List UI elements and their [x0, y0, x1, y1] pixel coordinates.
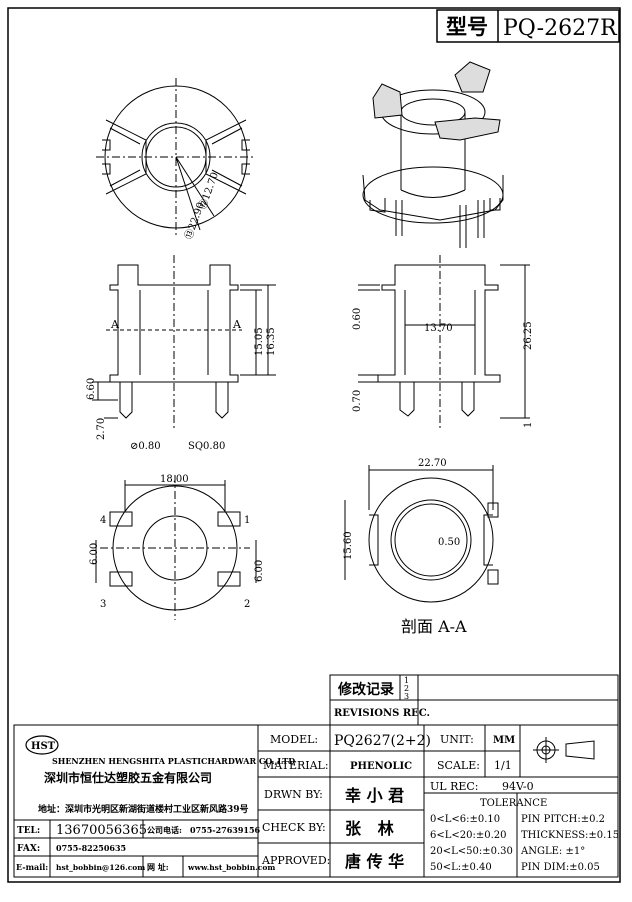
web-value: www.hst_bobbin.com [187, 863, 275, 872]
drawn-value: 幸 小 君 [345, 786, 404, 805]
web-label: 网 址: [147, 862, 169, 872]
section-view: 22.70 15.60 0.50 [343, 458, 499, 603]
dim-15-60: 15.60 [343, 531, 354, 560]
company-tel-value: 0755-27639156 [190, 825, 261, 835]
tel-value: 13670056365 [56, 823, 147, 838]
ul-label: UL REC: [430, 780, 479, 793]
dim-26-25: 26.25 [523, 321, 534, 350]
pin-tol-4: PIN DIM:±0.05 [521, 862, 600, 873]
company-address: 地址：深圳市光明区新湖街道楼村工业区新风路39号 [38, 803, 249, 815]
pin-4: 4 [100, 515, 106, 526]
dim-15-05: 15.05 [254, 327, 265, 356]
tol-2: 6<L<20:±0.20 [430, 830, 507, 841]
scale-label: SCALE: [437, 759, 480, 772]
ul-value: 94V-0 [502, 780, 534, 793]
section-marker-right: A [232, 318, 242, 331]
logo-text: HST [31, 741, 56, 752]
company-name-en: SHENZHEN HENGSHITA PLASTICHARDWAR CO.,LT… [52, 756, 295, 766]
email-label: E-mail: [16, 862, 48, 872]
tel-label: TEL: [17, 826, 40, 836]
part-number: PQ-2627R [503, 16, 618, 41]
dim-22-90: ⑬22.90 [183, 201, 207, 241]
section-label: 剖面 A-A [401, 617, 467, 636]
dim-16-35: 16.35 [266, 327, 277, 356]
tol-4: 50<L:±0.40 [430, 862, 492, 873]
pin-tol-2: THICKNESS:±0.15 [521, 830, 619, 841]
projection-symbol [533, 737, 595, 763]
model-label: MODEL: [270, 733, 318, 746]
bottom-view: 18.00 4 1 3 2 6.00 6.00 [89, 474, 265, 620]
dim-6-00-left: 6.00 [89, 543, 100, 565]
sheet-border [7, 7, 621, 883]
dim-phi-0-80: ⊘0.80 [130, 441, 161, 452]
model-value: PQ2627(2+2) [334, 733, 431, 749]
fax-value: 0755-82250635 [56, 843, 126, 853]
side-view: 13.70 0.60 26.25 1 0.70 [352, 255, 534, 430]
section-marker-left: A [110, 318, 120, 331]
pin-1: 1 [244, 515, 250, 526]
tol-1: 0<L<6:±0.10 [430, 814, 500, 825]
dim-2-70: 2.70 [96, 418, 107, 440]
dim-0-70: 0.70 [352, 390, 363, 412]
company-tel-label: 公司电话: [147, 825, 182, 835]
dim-6-60: 6.60 [86, 378, 97, 400]
rev-mark-2: 2 [404, 684, 409, 693]
dim-13-70: 13.70 [424, 323, 453, 334]
rev-mark-1: 1 [404, 676, 409, 685]
dim-sq-0-80: SQ0.80 [188, 441, 225, 452]
drawn-label: DRWN BY: [264, 788, 323, 801]
company-name-cn: 深圳市恒仕达塑胶五金有限公司 [44, 770, 212, 785]
revisions-title-cn: 修改记录 [337, 681, 394, 698]
type-label: 型号 [446, 14, 488, 39]
revisions-block: 修改记录 REVISIONS REC. 1 2 3 [329, 674, 619, 726]
dim-1: 1 [523, 422, 534, 428]
fax-label: FAX: [17, 844, 40, 854]
front-view: A A 15.05 16.35 6.60 2.70 ⊘0.80 SQ0.80 [86, 255, 277, 452]
material-label: MATERIAL: [263, 759, 329, 772]
material-value: PHENOLIC [350, 761, 412, 772]
isometric-view [362, 61, 504, 248]
check-value: 张 林 [345, 819, 394, 838]
dim-0-50: 0.50 [438, 537, 460, 548]
tol-3: 20<L<50:±0.30 [430, 846, 513, 857]
pin-tol-1: PIN PITCH:±0.2 [521, 814, 605, 825]
dim-22-70: 22.70 [418, 458, 447, 469]
dim-6-00-right: 6.00 [254, 560, 265, 582]
email-value: hst_bobbin@126.com [56, 863, 145, 872]
unit-label: UNIT: [440, 733, 474, 746]
top-view: ⑫12.70 ⑬22.90 [96, 78, 256, 241]
check-label: CHECK BY: [262, 821, 326, 834]
title-block [13, 724, 619, 878]
unit-value: MM [493, 735, 515, 746]
pin-tol-3: ANGLE: ±1° [520, 846, 585, 857]
dim-18-00: 18.00 [160, 474, 189, 485]
approved-value: 唐 传 华 [345, 852, 404, 871]
part-number-box: 型号 PQ-2627R [436, 9, 620, 43]
pin-2: 2 [244, 599, 250, 610]
approved-label: APPROVED: [261, 854, 330, 867]
tolerance-label: TOLERANCE [480, 798, 547, 809]
revisions-title-en: REVISIONS REC. [334, 708, 430, 719]
rev-mark-3: 3 [404, 692, 409, 701]
scale-value: 1/1 [494, 759, 512, 772]
dim-0-60: 0.60 [352, 308, 363, 330]
pin-3: 3 [100, 599, 106, 610]
company-logo: HST [25, 735, 59, 755]
